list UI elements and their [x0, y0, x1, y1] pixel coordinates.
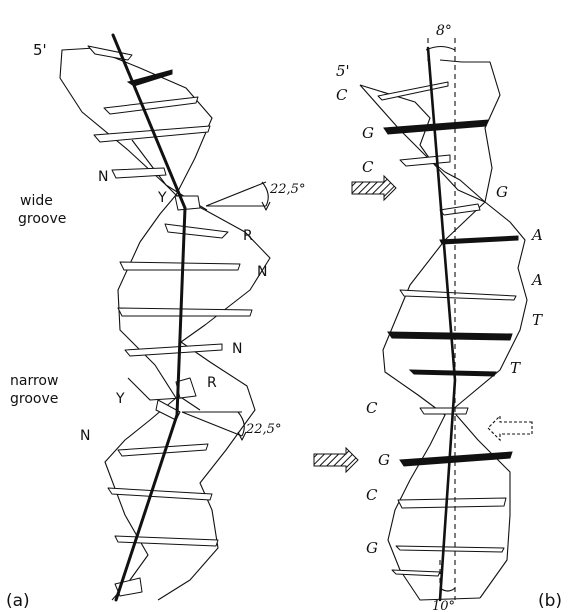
dashed-groove-arrow [488, 416, 532, 440]
nucleotide-label-R-2: R [207, 375, 217, 391]
panel-b-5prime-label: 5' [336, 62, 350, 80]
nucleotide-label-Y-2: Y [115, 391, 125, 407]
lower-angle-label: 22,5° [245, 422, 281, 437]
angle-a-upper-ray [206, 182, 266, 206]
base-pair-b-12 [396, 546, 504, 552]
nucleotide-label-N-3: N [232, 341, 242, 357]
right-seq-T-2: T [510, 359, 521, 377]
nucleotide-label-Y-1: Y [157, 190, 167, 206]
groove-arrows [314, 176, 532, 472]
base-pair-a-8 [120, 262, 240, 270]
left-seq-G-1: G [362, 124, 374, 142]
nucleotide-label-N-1: N [98, 169, 108, 185]
base-pair-a-15 [115, 536, 218, 546]
angle-a-lower-base [182, 412, 242, 436]
base-pair-a-5 [112, 168, 166, 178]
narrow-groove-label-line2: groove [10, 391, 58, 407]
helix-b-strand-3 [383, 202, 485, 600]
wide-groove-label-line2: groove [18, 211, 66, 227]
left-seq-C-1: C [336, 86, 348, 104]
nucleotide-label-N-4: N [80, 428, 90, 444]
left-seq-C-3: C [366, 399, 378, 417]
base-pair-b-3 [400, 155, 450, 166]
base-pair-b-10 [400, 452, 512, 466]
bottom-angle-label: 10° [432, 599, 455, 612]
panel-b-label: (b) [538, 591, 562, 611]
base-pair-a-3 [104, 97, 198, 114]
base-pair-a-7 [165, 224, 228, 238]
right-seq-T-1: T [532, 311, 543, 329]
left-seq-C-2: C [362, 158, 374, 176]
base-pair-a-14 [108, 488, 212, 500]
angle-b-bottom-arc [440, 588, 455, 591]
right-seq-A-2: A [530, 271, 543, 289]
narrow-groove-arrow [314, 448, 358, 472]
base-pair-b-9 [420, 408, 468, 414]
base-pair-b-13 [392, 570, 440, 576]
helix-a-axis [113, 35, 185, 600]
wide-groove-label-line1: wide [20, 193, 53, 209]
base-pair-a-1 [88, 46, 132, 60]
base-pair-b-6 [400, 290, 516, 300]
base-pair-b-1 [378, 82, 448, 100]
panel-a-label: (a) [6, 591, 30, 611]
base-pair-b-11 [398, 498, 506, 508]
top-angle-label: 8° [436, 23, 452, 39]
panel-a: 5' wide groove narrow groove 22,5° 22,5°… [6, 35, 305, 611]
base-pair-b-5 [440, 236, 518, 244]
base-pair-a-10 [125, 344, 222, 356]
narrow-groove-label-line1: narrow [10, 373, 58, 389]
base-pair-a-6 [175, 196, 200, 210]
nucleotide-label-N-2: N [257, 264, 267, 280]
upper-angle-label: 22,5° [269, 182, 305, 197]
panel-b: 8° 5' C G C C G C G G A A T T 10° (b) [336, 23, 562, 612]
left-seq-C-4: C [366, 486, 378, 504]
panel-a-5prime-label: 5' [33, 41, 47, 59]
base-pair-a-9 [118, 308, 252, 316]
right-seq-A-1: A [530, 226, 543, 244]
nucleotide-label-R-1: R [243, 228, 253, 244]
angle-b-top-arc [426, 47, 455, 51]
left-seq-G-3: G [366, 539, 378, 557]
angle-a-upper-arc [262, 182, 268, 206]
right-seq-G: G [496, 183, 508, 201]
left-seq-G-2: G [378, 451, 390, 469]
base-pair-b-4 [440, 204, 480, 215]
wide-groove-arrow [352, 176, 396, 200]
